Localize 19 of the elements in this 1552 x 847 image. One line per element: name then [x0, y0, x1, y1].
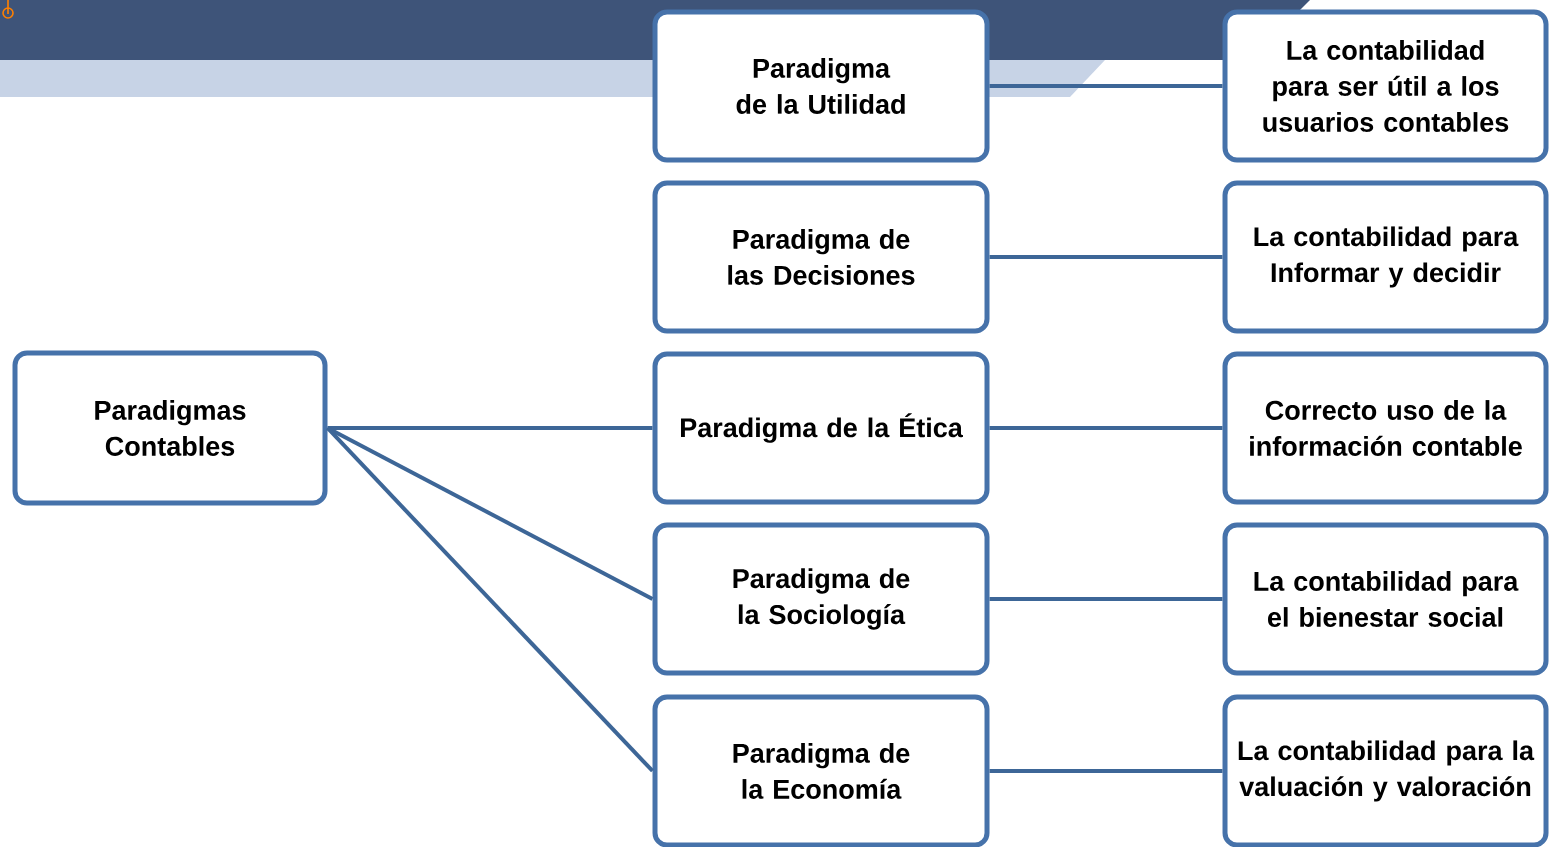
- connector-line: [989, 426, 1223, 430]
- text-box: La contabilidad para la valuación y valoración: [1222, 694, 1549, 847]
- text-box: La contabilidad para Informar y decidir: [1222, 180, 1549, 334]
- connector-line: [327, 426, 653, 430]
- text-box: La contabilidad para ser útil a los usuarios contables: [1222, 9, 1549, 163]
- text-box: Correcto uso de la información contable: [1222, 351, 1549, 505]
- connector-line: [989, 84, 1223, 88]
- connector-line: [989, 255, 1223, 259]
- text-box: Paradigma de la Utilidad: [652, 9, 990, 163]
- text-box: Paradigma de la Ética: [652, 351, 990, 505]
- connector-line: [989, 597, 1223, 601]
- connector-line: [326, 426, 654, 773]
- connector-line: [326, 426, 654, 601]
- text-box: Paradigma de la Sociología: [652, 522, 990, 676]
- text-box: La contabilidad para el bienestar social: [1222, 522, 1549, 676]
- text-box: Paradigmas Contables: [12, 350, 328, 506]
- text-box: Paradigma de la Economía: [652, 694, 990, 847]
- connector-line: [989, 769, 1223, 773]
- text-box: Paradigma de las Decisiones: [652, 180, 990, 334]
